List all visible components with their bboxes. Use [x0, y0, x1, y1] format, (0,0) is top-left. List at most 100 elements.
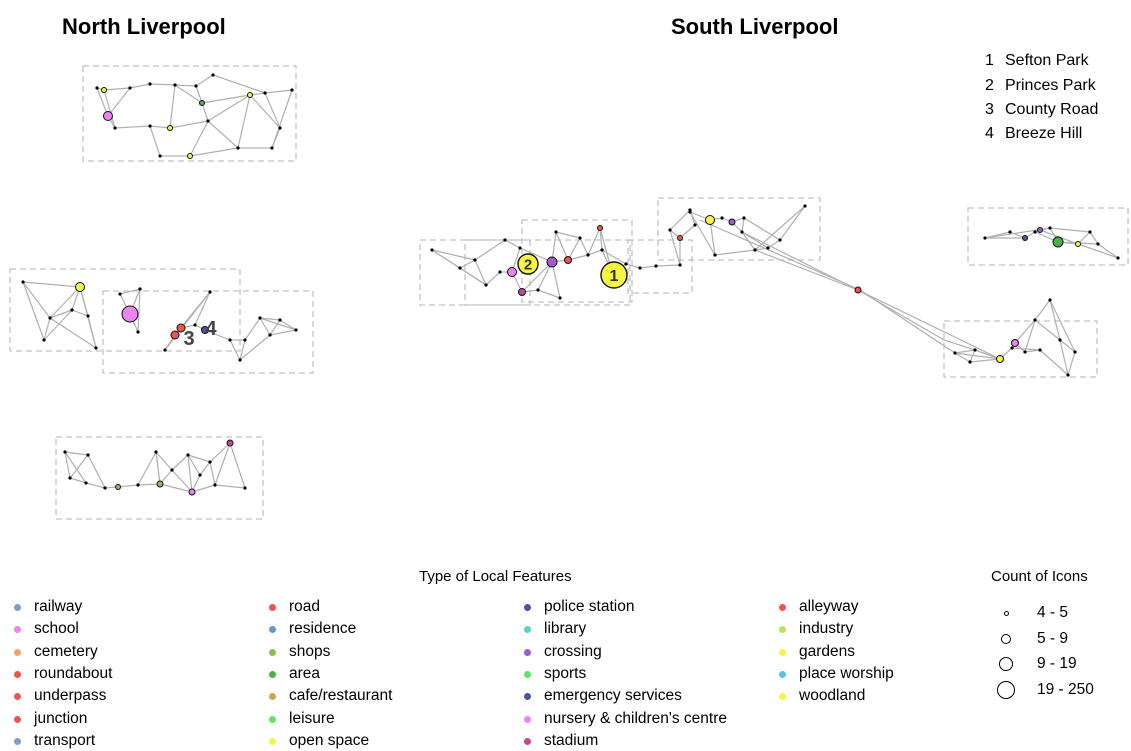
network-node — [1008, 230, 1012, 234]
network-edge — [579, 237, 589, 256]
network-edge — [741, 217, 745, 233]
network-edge — [754, 249, 1001, 360]
legend-label: school — [34, 620, 79, 638]
network-edge — [71, 309, 89, 317]
place-number: 2 — [985, 77, 994, 94]
legend-color-dot — [779, 626, 786, 634]
network-node — [713, 253, 717, 257]
network-edge — [779, 205, 806, 241]
network-node — [854, 286, 862, 294]
network-node — [536, 288, 540, 292]
network-node — [156, 480, 164, 488]
network-node — [498, 270, 502, 274]
network-edge — [209, 442, 231, 463]
legend-color-dot — [14, 604, 21, 611]
network-edge — [214, 442, 231, 486]
legend-label: junction — [34, 709, 88, 727]
network-edge — [159, 483, 193, 493]
network-edge — [1049, 299, 1076, 353]
legend-color-dot — [269, 693, 276, 701]
park-marker-label: 3 — [183, 328, 194, 350]
place-name: County Road — [1005, 101, 1099, 118]
network-edge — [169, 120, 209, 129]
network-node — [243, 338, 247, 342]
network-node — [170, 468, 174, 472]
cluster-box — [9, 268, 241, 352]
network-node — [193, 323, 197, 327]
cluster-box — [967, 207, 1129, 266]
legend-color-dot — [524, 715, 531, 723]
network-node — [121, 305, 139, 323]
count-legend-label: 4 - 5 — [1037, 604, 1069, 621]
legend-label: underpass — [34, 687, 107, 705]
network-node — [1023, 350, 1027, 354]
network-node — [113, 126, 117, 130]
network-edge — [155, 451, 161, 485]
size-circle-icon — [997, 681, 1015, 699]
network-node — [518, 288, 526, 296]
network-edge — [974, 349, 1001, 360]
network-node — [1096, 242, 1100, 246]
network-edge — [521, 261, 553, 293]
cluster-box — [657, 197, 821, 261]
network-node — [778, 238, 782, 242]
network-edge — [459, 259, 476, 269]
network-node — [138, 287, 142, 291]
network-edge — [741, 231, 976, 351]
network-node — [158, 154, 162, 158]
network-edge — [555, 231, 581, 239]
legend-label: police station — [544, 598, 635, 615]
legend-label: sports — [544, 664, 587, 682]
legend-color-dot — [269, 737, 276, 745]
legend-label: leisure — [289, 709, 335, 727]
legend-label: shops — [289, 642, 331, 660]
network-edge — [587, 227, 601, 256]
place-name: Breeze Hill — [1005, 125, 1083, 142]
network-edge — [259, 317, 297, 331]
network-node — [154, 450, 158, 454]
network-edge — [709, 219, 716, 256]
network-node — [484, 283, 488, 287]
network-edge — [129, 83, 151, 89]
network-edge — [1067, 351, 1076, 376]
network-edge — [555, 231, 569, 261]
network-edge — [741, 231, 756, 251]
north-liverpool-title: North Liverpool — [62, 14, 226, 39]
network-node — [243, 486, 247, 490]
network-node — [728, 218, 736, 226]
count-legend-label: 19 - 250 — [1037, 681, 1094, 698]
network-node — [95, 86, 99, 90]
network-edge — [194, 291, 211, 326]
network-node — [136, 330, 140, 334]
network-node — [199, 100, 205, 106]
network-node — [1037, 227, 1043, 233]
network-node — [753, 248, 757, 252]
network-edge — [239, 339, 246, 361]
network-edge — [103, 87, 131, 91]
network-node — [226, 439, 234, 447]
network-edge — [537, 289, 561, 299]
network-edge — [22, 281, 45, 341]
legend-color-dot — [779, 604, 786, 611]
network-edge — [259, 317, 281, 321]
network-edge — [551, 261, 561, 299]
network-node — [1073, 350, 1077, 354]
network-edge — [199, 461, 211, 476]
legend-color-dot — [14, 626, 21, 634]
network-edge — [155, 451, 173, 471]
network-node — [742, 216, 746, 220]
park-marker-label: 2 — [524, 256, 532, 273]
network-edge — [64, 451, 87, 484]
count-legend-label: 9 - 19 — [1037, 655, 1077, 672]
network-edge — [69, 477, 87, 484]
network-node — [211, 73, 215, 77]
network-edge — [22, 281, 81, 288]
legend-color-dot — [779, 670, 786, 678]
place-list-item: 2 Princes Park — [985, 77, 1096, 95]
network-edge — [969, 358, 1001, 363]
legend-label: cafe/restaurant — [289, 687, 393, 705]
network-edge — [149, 125, 161, 157]
network-node — [968, 360, 972, 364]
network-node — [63, 450, 67, 454]
network-node — [70, 308, 74, 312]
